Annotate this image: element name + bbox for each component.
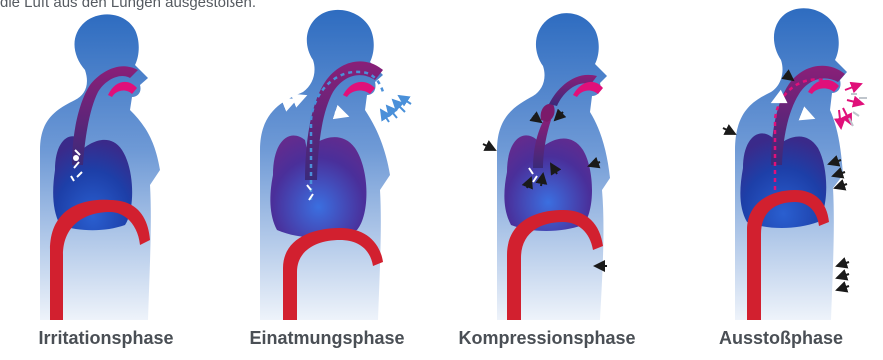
irritation-figure bbox=[0, 0, 220, 330]
irritation-particle bbox=[73, 155, 79, 161]
air-in-arrow bbox=[381, 110, 389, 122]
abdomen-arrow bbox=[837, 286, 849, 290]
phase-label: Kompressionsphase bbox=[458, 328, 635, 349]
compression-figure bbox=[445, 0, 665, 330]
phase-compression: Kompressionsphase bbox=[445, 0, 665, 330]
chest-arrow bbox=[483, 144, 495, 150]
air-in-arrow bbox=[399, 96, 411, 104]
phase-label: Ausstoßphase bbox=[719, 328, 843, 349]
phase-label: Einatmungsphase bbox=[249, 328, 404, 349]
phase-expulsion: Ausstoßphase bbox=[663, 0, 883, 330]
expel-arrow bbox=[839, 110, 841, 128]
chest-arrow bbox=[835, 184, 847, 188]
phase-irritation: Irritationsphase bbox=[0, 0, 220, 330]
inhalation-figure bbox=[225, 0, 445, 330]
abdomen-arrow bbox=[837, 262, 849, 266]
expulsion-figure bbox=[663, 0, 883, 330]
chest-arrow bbox=[723, 128, 735, 134]
abdomen-arrow bbox=[837, 274, 849, 278]
phase-inhalation: Einatmungsphase bbox=[225, 0, 445, 330]
phase-label: Irritationsphase bbox=[38, 328, 173, 349]
droplets bbox=[849, 94, 867, 126]
expel-arrow bbox=[845, 84, 861, 90]
air-in-arrow bbox=[387, 106, 397, 118]
expel-arrow bbox=[847, 100, 863, 104]
air-in-arrow bbox=[393, 100, 405, 112]
